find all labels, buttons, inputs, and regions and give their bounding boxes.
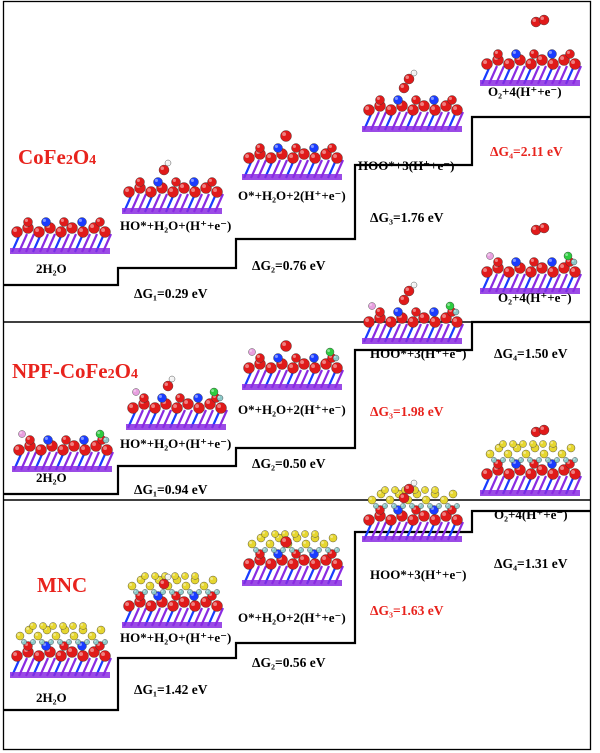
molecule-image [362, 69, 465, 132]
molecule-image [242, 130, 345, 180]
energy-staircase [4, 320, 590, 496]
step-label: HO*+H₂O+(H⁺+e⁻) [120, 218, 231, 233]
step-label: 2H₂O [36, 690, 67, 705]
energy-staircase [4, 509, 590, 712]
step-label: HOO*+3(H⁺+e⁻) [358, 158, 454, 173]
molecule-image [242, 340, 345, 390]
molecule-image [122, 159, 225, 214]
molecule-image [10, 217, 113, 254]
delta-g-label: ΔG₂=0.76 eV [252, 258, 326, 273]
molecule-image [362, 281, 465, 344]
molecule-image [10, 622, 113, 678]
energy-panel: 2H₂O HO*+H₂O+(H⁺+e⁻) ΔG₁=1.42 eV O*+H₂O+2(H… [4, 424, 590, 712]
step-label: HOO*+3(H⁺+e⁻) [370, 346, 466, 361]
step-label: HO*+H₂O+(H⁺+e⁻) [120, 436, 231, 451]
energy-staircase [4, 115, 590, 287]
delta-g-label: ΔG₁=0.29 eV [134, 286, 208, 301]
panel-title-cofe2o4: CoFe2O4 [18, 145, 96, 169]
delta-g-label: ΔG₃=1.98 eV [370, 404, 444, 419]
delta-g-label: ΔG₁=0.94 eV [134, 482, 208, 497]
molecule-image [362, 479, 465, 542]
molecule-image [480, 424, 583, 496]
molecule-image [126, 375, 229, 430]
molecule-image [242, 530, 345, 586]
step-label: O*+H₂O+2(H⁺+e⁻) [238, 188, 346, 203]
panel-title-npf-cofe2o4: NPF-CoFe2O4 [12, 359, 138, 383]
delta-g-label: ΔG₂=0.56 eV [252, 655, 326, 670]
step-label: O₂+4(H⁺+e⁻) [494, 507, 568, 522]
step-label: O₂+4(H⁺+e⁻) [488, 84, 562, 99]
delta-g-label: ΔG₄=1.31 eV [494, 556, 568, 571]
step-label: HOO*+3(H⁺+e⁻) [370, 567, 466, 582]
delta-g-label: ΔG₂=0.50 eV [252, 456, 326, 471]
molecule-image [480, 14, 583, 86]
delta-g-label: ΔG₃=1.63 eV [370, 603, 444, 618]
energy-panel: 2H₂O HO*+H₂O+(H⁺+e⁻) ΔG₁=0.94 eV O*+H₂O+2(H… [4, 222, 590, 497]
delta-g-label: ΔG₄=2.11 eV [490, 144, 563, 159]
step-label: O₂+4(H⁺+e⁻) [498, 290, 572, 305]
panel-title-mnc: MNC [37, 573, 87, 597]
step-label: 2H₂O [36, 470, 67, 485]
delta-g-label: ΔG₄=1.50 eV [494, 346, 568, 361]
molecule-image [12, 429, 115, 472]
molecule-image [122, 572, 225, 628]
step-label: HO*+H₂O+(H⁺+e⁻) [120, 630, 231, 645]
delta-g-label: ΔG₁=1.42 eV [134, 682, 208, 697]
panels-layer: 2H₂O HO*+H₂O+(H⁺+e⁻) ΔG₁=0.29 eV O*+H₂O+2(H… [4, 14, 590, 712]
delta-g-label: ΔG₃=1.76 eV [370, 210, 444, 225]
step-label: 2H₂O [36, 261, 67, 276]
energy-panel: 2H₂O HO*+H₂O+(H⁺+e⁻) ΔG₁=0.29 eV O*+H₂O+2(H… [4, 14, 590, 301]
step-label: O*+H₂O+2(H⁺+e⁻) [238, 610, 346, 625]
molecule-image [480, 222, 583, 294]
step-label: O*+H₂O+2(H⁺+e⁻) [238, 402, 346, 417]
